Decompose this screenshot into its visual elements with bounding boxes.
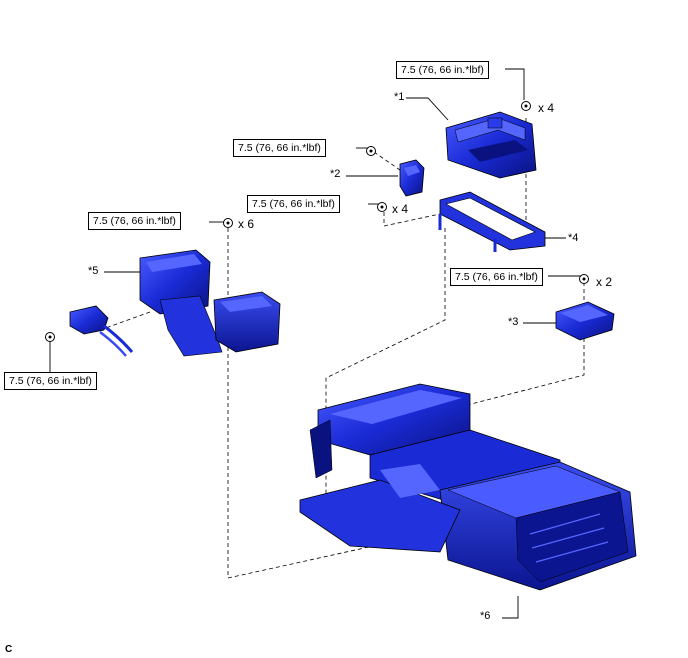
part-2-relay [399, 159, 425, 197]
torque-label-relay: 7.5 (76, 66 in.*lbf) [233, 139, 326, 157]
quantity-ecu: x 2 [596, 275, 613, 289]
callout-5: *5 [88, 265, 99, 277]
leader-lines [49, 68, 581, 619]
torque-label-ecu: 7.5 (76, 66 in.*lbf) [450, 268, 543, 286]
figure-code: C [5, 644, 13, 655]
quantity-bracket: x 4 [392, 202, 409, 216]
part-5-cover [69, 249, 281, 357]
part-1-junction-block [445, 111, 537, 179]
callout-4: *4 [568, 232, 579, 244]
quantity-cover: x 6 [238, 217, 255, 231]
torque-label-top: 7.5 (76, 66 in.*lbf) [396, 61, 489, 79]
torque-label-cover: 7.5 (76, 66 in.*lbf) [88, 212, 181, 230]
part-6-battery-assembly [299, 383, 637, 591]
quantity-top: x 4 [538, 101, 555, 115]
bolt-center-icon [48, 104, 586, 339]
callout-2: *2 [330, 168, 341, 180]
torque-label-bracket: 7.5 (76, 66 in.*lbf) [247, 195, 340, 213]
callout-3: *3 [508, 316, 519, 328]
callout-1: *1 [394, 91, 405, 103]
part-3-control-unit [555, 301, 615, 341]
torque-label-connector: 7.5 (76, 66 in.*lbf) [4, 372, 97, 390]
callout-6: *6 [480, 610, 491, 622]
part-4-bracket [438, 191, 546, 252]
